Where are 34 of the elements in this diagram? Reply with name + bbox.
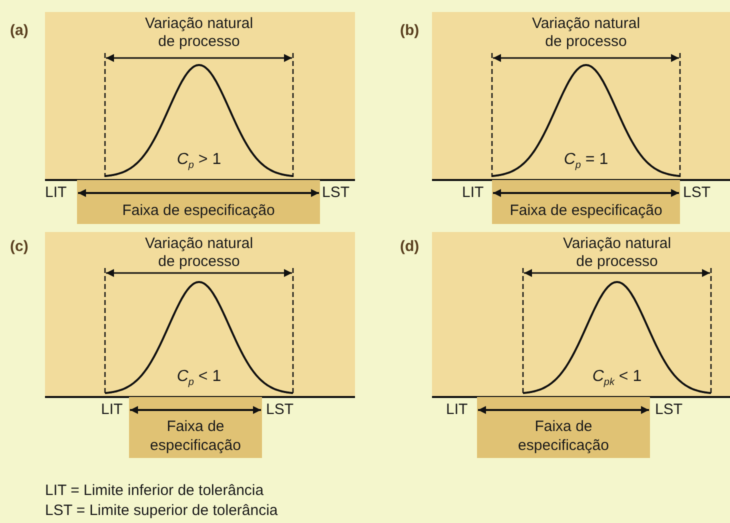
panel-background	[45, 232, 355, 398]
specification-band	[77, 180, 320, 224]
specification-band	[477, 397, 650, 458]
legend-note: LST = Limite superior de tolerância	[45, 502, 278, 519]
band-label: Faixa de especificação	[121, 201, 276, 220]
limit-label: LST	[655, 401, 683, 418]
limit-label: LIT	[101, 401, 123, 418]
index-label: C$_{p}$ = 1	[562, 150, 610, 174]
legend-note: LIT = Limite inferior de tolerância	[45, 482, 264, 499]
panel-background	[432, 232, 730, 398]
panel-letter: (c)	[10, 238, 28, 255]
limit-label: LST	[322, 184, 350, 201]
panel-letter: (d)	[400, 238, 420, 255]
specification-band	[129, 397, 262, 458]
band-label: Faixa de especificação	[508, 201, 664, 220]
specification-band	[492, 180, 680, 224]
limit-label: LIT	[446, 401, 468, 418]
limit-label: LST	[683, 184, 711, 201]
variation-label: Variação natural de processo	[562, 235, 672, 271]
panel-background	[432, 12, 730, 181]
limit-label: LIT	[45, 184, 67, 201]
index-label: C$_{pk}$ < 1	[591, 367, 643, 390]
panel-letter: (b)	[400, 22, 420, 39]
index-label: C$_{p}$ < 1	[176, 367, 222, 390]
variation-label: Variação natural de processo	[144, 235, 254, 271]
panel-background	[45, 12, 355, 181]
panel-letter: (a)	[10, 22, 28, 39]
variation-label: Variação natural de processo	[530, 15, 642, 51]
index-label: C$_{p}$ > 1	[176, 150, 222, 174]
limit-label: LST	[266, 401, 294, 418]
band-label: Faixa de especificação	[517, 417, 610, 455]
limit-label: LIT	[462, 184, 484, 201]
variation-label: Variação natural de processo	[144, 15, 254, 51]
band-label: Faixa de especificação	[149, 417, 242, 455]
